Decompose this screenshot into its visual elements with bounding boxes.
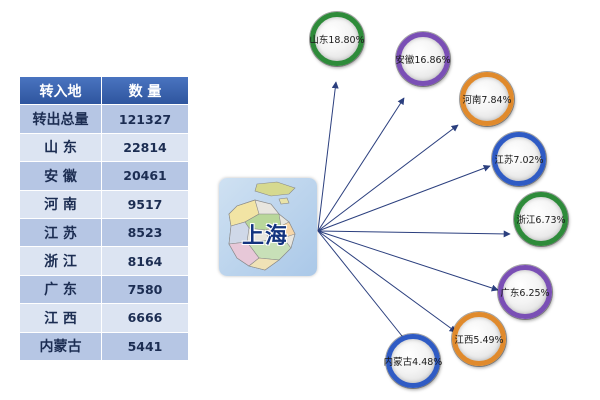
arrow-to-henan — [317, 124, 459, 232]
arrow-to-shandong — [317, 81, 339, 232]
row-place: 内蒙古 — [20, 332, 102, 361]
table-header-row: 转入地 数 量 — [20, 77, 188, 106]
row-place: 转出总量 — [20, 105, 102, 134]
table-row: 山 东 22814 — [20, 133, 188, 163]
table-row: 浙 江 8164 — [20, 247, 188, 276]
shanghai-map-shape — [228, 181, 296, 271]
circle-neimenggu: 内蒙古4.48% — [383, 334, 443, 388]
table-row: 广 东 7580 — [20, 275, 188, 305]
migration-table: 转入地 数 量 转出总量 121327 山 东 22814 安 徽 20461 … — [20, 77, 188, 361]
row-value: 22814 — [102, 133, 188, 163]
row-value: 121327 — [102, 105, 188, 134]
map-label: 上海 — [242, 224, 289, 249]
table-row: 内蒙古 5441 — [20, 332, 188, 361]
arrow-to-jiangxi — [317, 230, 457, 333]
row-place: 河 南 — [20, 190, 102, 219]
row-value: 8164 — [102, 247, 188, 276]
circle-label: 江西5.49% — [454, 335, 504, 346]
shanghai-map: 上海 — [219, 178, 317, 276]
circle-anhui: 安徽16.86% — [395, 32, 451, 86]
row-value: 7580 — [102, 275, 188, 305]
row-value: 8523 — [102, 218, 188, 248]
header-count: 数 量 — [102, 77, 188, 106]
row-value: 6666 — [102, 304, 188, 333]
circle-label: 河南7.84% — [462, 95, 512, 106]
row-place: 广 东 — [20, 275, 102, 305]
table-row: 江 苏 8523 — [20, 218, 188, 248]
circle-shandong: 山东18.80% — [309, 12, 365, 66]
row-value: 5441 — [102, 332, 188, 361]
circle-label: 江苏7.02% — [494, 155, 544, 166]
row-place: 江 西 — [20, 304, 102, 333]
circle-henan: 河南7.84% — [460, 72, 514, 126]
row-value: 20461 — [102, 162, 188, 191]
arrow-to-neimenggu — [317, 230, 411, 347]
row-place: 山 东 — [20, 133, 102, 163]
arrow-to-guangdong — [317, 230, 499, 292]
circle-zhejiang: 浙江6.73% — [514, 192, 568, 246]
circle-label: 广东6.25% — [500, 288, 550, 299]
row-place: 安 徽 — [20, 162, 102, 191]
circle-jiangxi: 江西5.49% — [452, 312, 506, 366]
circle-guangdong: 广东6.25% — [498, 265, 552, 319]
arrow-to-jiangsu — [317, 164, 491, 232]
arrow-to-anhui — [317, 97, 405, 232]
circle-label: 内蒙古4.48% — [383, 357, 443, 368]
row-value: 9517 — [102, 190, 188, 219]
header-destination: 转入地 — [20, 77, 102, 106]
table-row: 转出总量 121327 — [20, 105, 188, 134]
table-row: 安 徽 20461 — [20, 162, 188, 191]
circle-label: 山东18.80% — [309, 35, 365, 46]
circle-label: 浙江6.73% — [516, 215, 566, 226]
row-place: 浙 江 — [20, 247, 102, 276]
row-place: 江 苏 — [20, 218, 102, 248]
circle-label: 安徽16.86% — [395, 55, 451, 66]
table-row: 河 南 9517 — [20, 190, 188, 219]
arrow-to-zhejiang — [317, 230, 511, 238]
circle-jiangsu: 江苏7.02% — [492, 132, 546, 186]
table-row: 江 西 6666 — [20, 304, 188, 333]
